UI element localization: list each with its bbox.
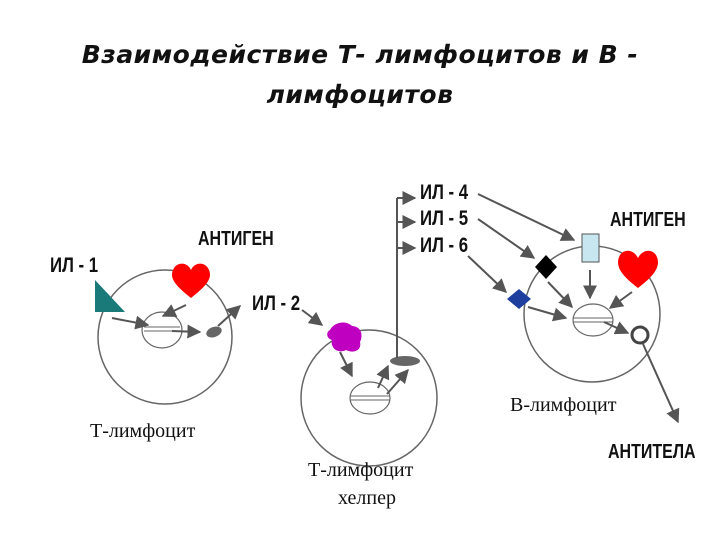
label-il1: ИЛ - 1 <box>50 254 99 277</box>
arrow-il5-to-black-diamond <box>477 218 536 259</box>
label-t-helper-line1: Т-лимфоцит <box>308 459 414 481</box>
arrow-black-diamond-to-nucleus <box>547 281 573 309</box>
arrow-heart-to-nucleus <box>161 304 187 317</box>
label-t-cell: Т-лимфоцит <box>90 420 196 442</box>
antigen-heart-left <box>171 263 211 298</box>
label-b-cell: В-лимфоцит <box>510 394 617 416</box>
il2-magenta-blob <box>327 322 362 352</box>
arrow-nucleus-to-receptor-2 <box>386 368 409 395</box>
receptor-ring-right <box>630 325 650 345</box>
arrow-heart-to-nucleus-right <box>608 291 633 309</box>
arrow-il2-to-blob <box>301 309 324 326</box>
arrow-il6-to-blue-diamond <box>467 255 508 293</box>
receptor-dot-helper <box>390 356 420 366</box>
diagram-title-line1: Взаимодействие Т- лимфоцитов и В - <box>81 40 639 69</box>
receptor-dot-left <box>206 326 222 338</box>
arrow-blue-diamond-to-nucleus <box>527 306 568 322</box>
label-antigen-right: АНТИГЕН <box>610 209 686 231</box>
antigen-heart-right <box>618 250 658 288</box>
diamond-black-shape <box>535 255 557 279</box>
label-il4: ИЛ - 4 <box>420 181 469 204</box>
label-antibodies: АНТИТЕЛА <box>608 441 696 463</box>
label-il5: ИЛ - 5 <box>420 207 469 230</box>
arrow-nucleus-to-ring <box>603 321 630 335</box>
label-il6: ИЛ - 6 <box>420 234 469 257</box>
arrow-il4-to-rect <box>477 193 576 241</box>
label-il2: ИЛ - 2 <box>252 292 301 315</box>
label-t-helper-line2: хелпер <box>338 487 396 509</box>
arrow-blob-to-cell <box>339 351 353 378</box>
arrow-triangle-to-cell <box>111 315 150 330</box>
arrow-receptor-to-il2 <box>217 305 242 327</box>
arrow-nucleus-to-receptor-1 <box>376 364 390 389</box>
diamond-blue-shape <box>507 289 531 309</box>
arrow-ring-to-antibodies <box>642 343 680 424</box>
diagram-title-line2: лимфоцитов <box>266 80 454 109</box>
arrow-nucleus-to-receptor <box>171 324 202 339</box>
il1-triangle-shape <box>95 280 125 312</box>
label-antigen-left: АНТИГЕН <box>198 228 274 250</box>
antigen-rect-lightblue <box>581 233 600 263</box>
t-helper-cell <box>300 329 438 467</box>
